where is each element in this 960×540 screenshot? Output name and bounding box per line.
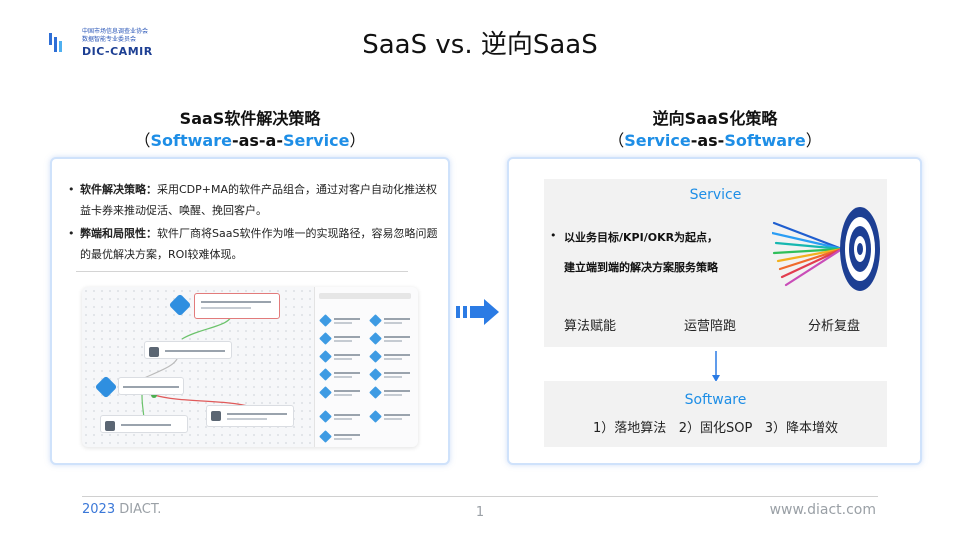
right-heading-text: 逆向SaaS化策略 xyxy=(652,109,778,128)
right-section-heading: 逆向SaaS化策略 （Service-as-Software） xyxy=(508,108,922,152)
footer-copyright: 2023 DIACT. xyxy=(82,502,162,517)
arrow-right-icon xyxy=(456,299,499,325)
footer-url: www.diact.com xyxy=(769,502,876,518)
service-bullet-continuation: 建立端到端的解决方案服务策略 xyxy=(564,261,718,274)
software-title: Software xyxy=(684,392,747,408)
reverse-saas-panel: Service 以业务目标/KPI/OKR为起点， 建立端到端的解决方案服务策略… xyxy=(507,157,922,465)
saas-bullet-list: 软件解决策略：采用CDP+MA的软件产品组合，通过对客户自动化推送权益卡券来推动… xyxy=(66,179,442,267)
capability-item: 运营陪跑 xyxy=(684,319,737,334)
service-title: Service xyxy=(689,187,742,203)
capability-item: 分析复盘 xyxy=(808,319,861,334)
logo-org-text: 中国市场信息调查业协会 数据智能专业委员会 xyxy=(82,28,149,43)
capability-item: 算法赋能 xyxy=(564,319,617,334)
software-box: Software 1）落地算法 2）固化SOP 3）降本增效 xyxy=(544,381,887,447)
logo-name: DIC-CAMIR xyxy=(82,45,153,58)
message-node xyxy=(100,415,188,433)
service-box: Service 以业务目标/KPI/OKR为起点， 建立端到端的解决方案服务策略… xyxy=(544,179,887,347)
message-node xyxy=(144,341,232,359)
workflow-sidebar xyxy=(314,287,418,447)
logo-mark-icon xyxy=(49,33,62,52)
left-heading-text: SaaS软件解决策略 xyxy=(179,109,321,128)
trigger-node xyxy=(194,293,280,319)
service-bullet: 以业务目标/KPI/OKR为起点， xyxy=(550,229,718,245)
target-arrows-icon xyxy=(772,207,880,291)
logo: 中国市场信息调查业协会 数据智能专业委员会 DIC-CAMIR xyxy=(48,26,188,62)
workflow-screenshot xyxy=(82,287,418,447)
bullet-item: 软件解决策略：采用CDP+MA的软件产品组合，通过对客户自动化推送权益卡券来推动… xyxy=(66,179,442,221)
saas-panel: 软件解决策略：采用CDP+MA的软件产品组合，通过对客户自动化推送权益卡券来推动… xyxy=(50,157,450,465)
footer-divider xyxy=(82,496,878,497)
software-steps: 1）落地算法 2）固化SOP 3）降本增效 xyxy=(593,421,838,436)
arrow-down-icon xyxy=(712,351,720,382)
page-number: 1 xyxy=(475,505,485,520)
condition-node xyxy=(118,377,184,395)
message-node xyxy=(206,405,294,427)
bullet-item: 弊端和局限性：软件厂商将SaaS软件作为唯一的实现路径，容易忽略问题的最优解决方… xyxy=(66,223,442,265)
left-section-heading: SaaS软件解决策略 （Software-as-a-Service） xyxy=(50,108,450,152)
left-subtitle: （Software-as-a-Service） xyxy=(134,131,366,150)
right-subtitle: （Service-as-Software） xyxy=(608,131,822,150)
page-title: SaaS vs. 逆向SaaS xyxy=(362,30,598,60)
divider xyxy=(76,271,408,272)
